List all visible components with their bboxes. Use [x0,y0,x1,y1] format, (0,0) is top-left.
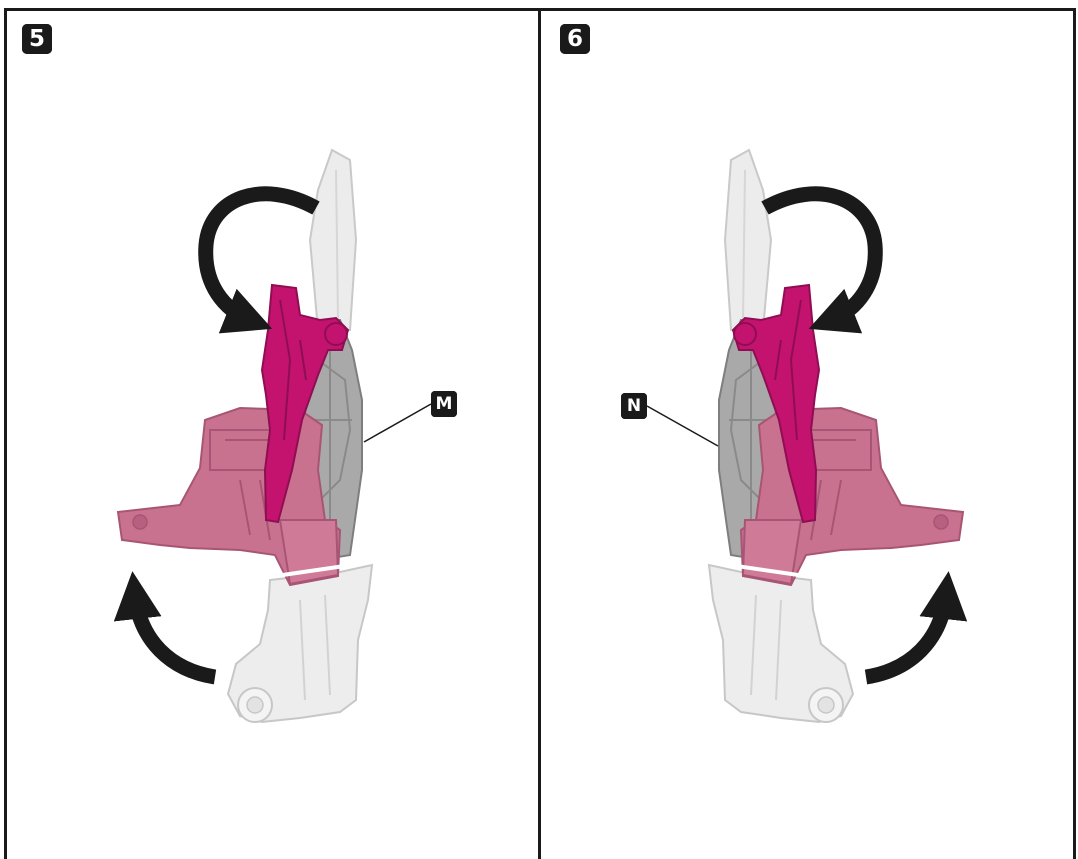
part-callout-label: M [431,391,457,417]
callout-leader-line [364,404,431,442]
rotate-arrow-icon [206,194,316,320]
callout-leader-line [647,406,718,446]
step-number-badge: 6 [560,24,590,54]
part-callout-label: N [621,393,647,419]
rotate-arrow-icon [765,194,875,320]
rotate-arrow-icon [135,595,215,677]
rotate-arrow-icon [866,595,946,677]
step-number-badge: 5 [22,24,52,54]
